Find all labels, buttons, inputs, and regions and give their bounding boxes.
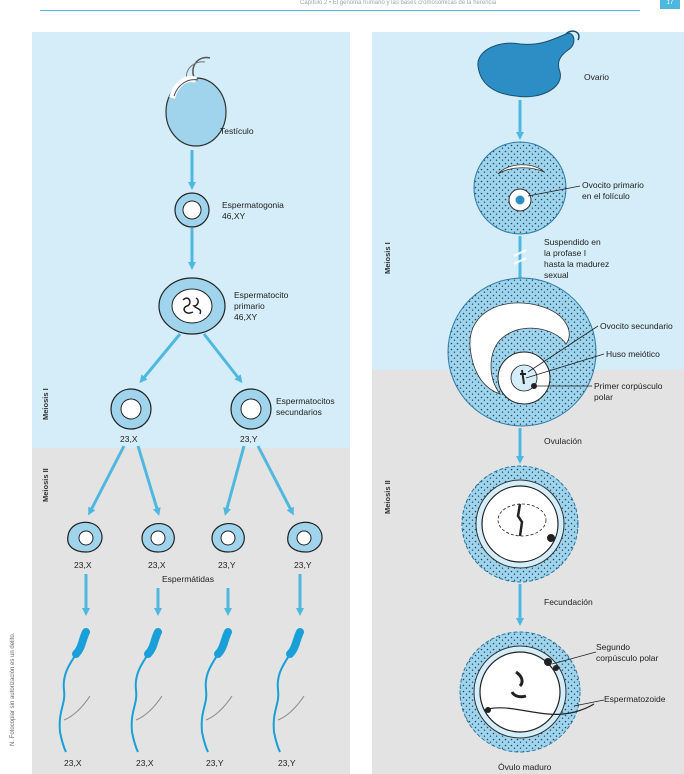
secondary-spermatocytes-label-2: secundarios [276, 407, 322, 417]
arrest-label-2: la profase I [544, 248, 586, 258]
secondary-spermatocytes-label-1: Espermatocitos [276, 396, 335, 406]
spermatid-karyotype: 23,Y [218, 560, 236, 570]
meiosis-2-background [32, 448, 350, 774]
secondary-karyotype-x: 23,X [120, 434, 138, 444]
spermatid-karyotype: 23,X [148, 560, 166, 570]
secondary-karyotype-y: 23,Y [240, 434, 258, 444]
spermatogonia-karyotype: 46,XY [222, 211, 245, 221]
spermatid-cell [288, 522, 322, 552]
second-polar-body-label-2: corpúsculo polar [596, 653, 659, 663]
spermatid-karyotype: 23,Y [294, 560, 312, 570]
spermatid-karyotype: 23,X [74, 560, 92, 570]
meiosis-1-label: Meiosis I [41, 388, 50, 420]
primary-oocyte-label-1: Ovocito primario [582, 180, 644, 190]
sperm-karyotype: 23,X [64, 758, 82, 768]
sperm-karyotype: 23,Y [278, 758, 296, 768]
primary-spermatocyte-label-2: primario [234, 301, 265, 311]
ovulation-label: Ovulación [544, 436, 582, 446]
secondary-spermatocyte-x [111, 389, 151, 429]
primary-oocyte-label-2: en el folículo [582, 191, 630, 201]
secondary-follicle [448, 278, 596, 426]
primary-spermatocyte-cell [159, 278, 225, 334]
secondary-oocyte-label: Ovocito secundario [600, 321, 673, 331]
female-panel: Meiosis I Meiosis II Ovario Ovocito prim… [372, 31, 684, 774]
meiosis-2-label: Meiosis II [41, 468, 50, 502]
arrest-label-4: sexual [544, 270, 569, 280]
sperm-karyotype: 23,Y [206, 758, 224, 768]
meiosis-1-label: Meiosis I [383, 242, 392, 274]
spermatid-cell [142, 524, 174, 552]
spindle-label: Huso meiótico [606, 349, 660, 359]
arrest-label-3: hasta la madurez [544, 259, 609, 269]
second-polar-body-label-1: Segundo [596, 642, 630, 652]
arrest-label-1: Suspendido en [544, 237, 601, 247]
meiosis-2-label: Meiosis II [383, 480, 392, 514]
secondary-spermatocyte-y [231, 389, 271, 429]
sperm-label: Espermatozoide [604, 694, 666, 704]
first-polar-body-label-1: Primer corpúsculo [594, 381, 663, 391]
primary-spermatocyte-label-1: Espermatocito [234, 290, 289, 300]
testicle-label: Testículo [220, 126, 254, 136]
male-panel: Testículo Espermatogonia 46,XY Espermato… [32, 32, 350, 774]
spermatogonia-label: Espermatogonia [222, 200, 284, 210]
ovary-label: Ovario [584, 72, 609, 82]
ovulated-oocyte [462, 466, 578, 582]
mature-ovum-label: Óvulo maduro [498, 762, 552, 772]
primary-spermatocyte-karyotype: 46,XY [234, 312, 257, 322]
primary-follicle [474, 142, 566, 234]
spermatids-label: Espermátidas [162, 574, 214, 584]
spermatid-cell [68, 522, 102, 552]
first-polar-body-label-2: polar [594, 392, 613, 402]
spermatogonia-cell [175, 193, 209, 227]
sperm-karyotype: 23,X [136, 758, 154, 768]
fertilization-label: Fecundación [544, 597, 593, 607]
spermatid-cell [212, 524, 244, 552]
